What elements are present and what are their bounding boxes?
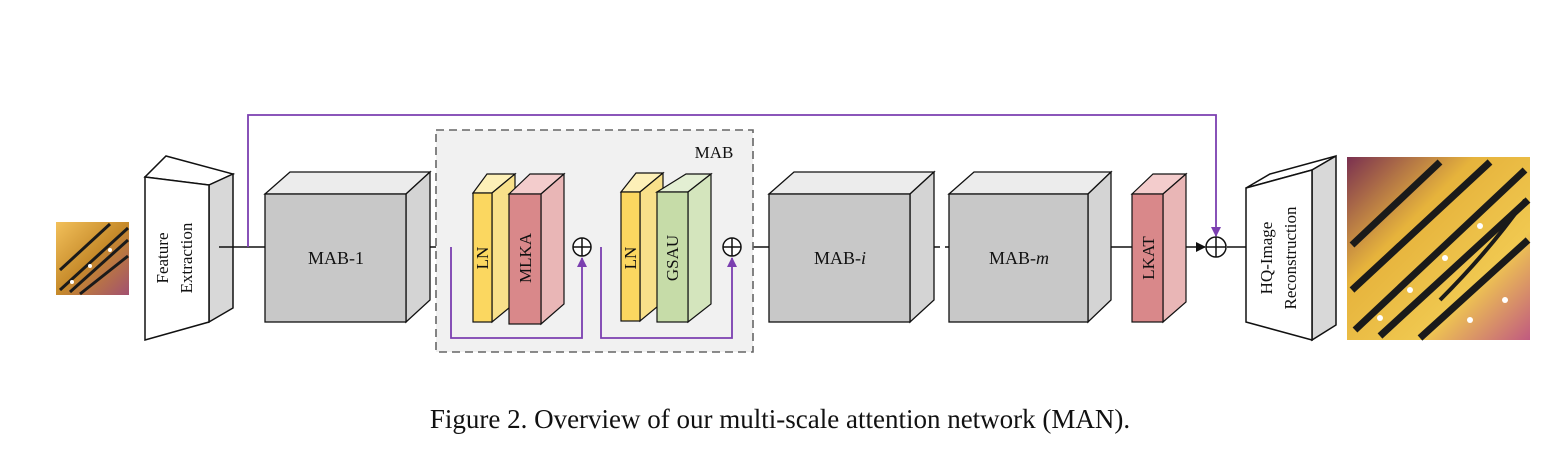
high-resolution-output-image [1347, 157, 1531, 341]
figure-caption: Figure 2. Overview of our multi-scale at… [429, 404, 1131, 434]
mab-m-suffix: m [1036, 248, 1049, 268]
global-skip-connection [247, 114, 1221, 247]
mab-m-block: MAB-m [947, 170, 1113, 324]
ln-2-label: LN [621, 247, 640, 270]
architecture-diagram: Feature Extraction MAB-1 MAB LN [56, 114, 1531, 353]
mlka-block: MLKA [507, 172, 566, 326]
reconstruction-label-line2: Reconstruction [1281, 206, 1300, 309]
add-node-1 [572, 237, 592, 257]
gsau-label: GSAU [663, 235, 682, 281]
mab-i-block: MAB-i [767, 170, 936, 324]
lkat-label: LKAT [1139, 236, 1158, 280]
mab-m-prefix: MAB- [989, 248, 1036, 268]
mlka-residual-connection [450, 247, 587, 339]
mab-1-label: MAB-1 [308, 248, 364, 268]
reconstruction-block: HQ-Image Reconstruction [1245, 154, 1337, 342]
mab-i-prefix: MAB- [814, 248, 861, 268]
reconstruction-label-line1: HQ-Image [1257, 222, 1276, 295]
gsau-block: GSAU [654, 172, 713, 324]
feature-extraction-label-line1: Feature [153, 233, 172, 284]
gsau-residual-connection [600, 247, 737, 339]
feature-extraction-label-line2: Extraction [177, 222, 196, 293]
lkat-block: LKAT [1130, 172, 1188, 324]
add-node-3 [1205, 236, 1227, 258]
low-resolution-input-image [56, 222, 130, 296]
mab-i-label: MAB-i [814, 248, 866, 268]
mab-group-label: MAB [695, 143, 734, 162]
feature-extraction-block: Feature Extraction [143, 155, 236, 341]
mab-i-suffix: i [861, 248, 866, 268]
add-node-2 [722, 237, 742, 257]
ln-1-label: LN [473, 247, 492, 270]
mab-m-label: MAB-m [989, 248, 1049, 268]
mlka-label: MLKA [516, 232, 535, 283]
mab-1-block: MAB-1 [263, 170, 432, 324]
